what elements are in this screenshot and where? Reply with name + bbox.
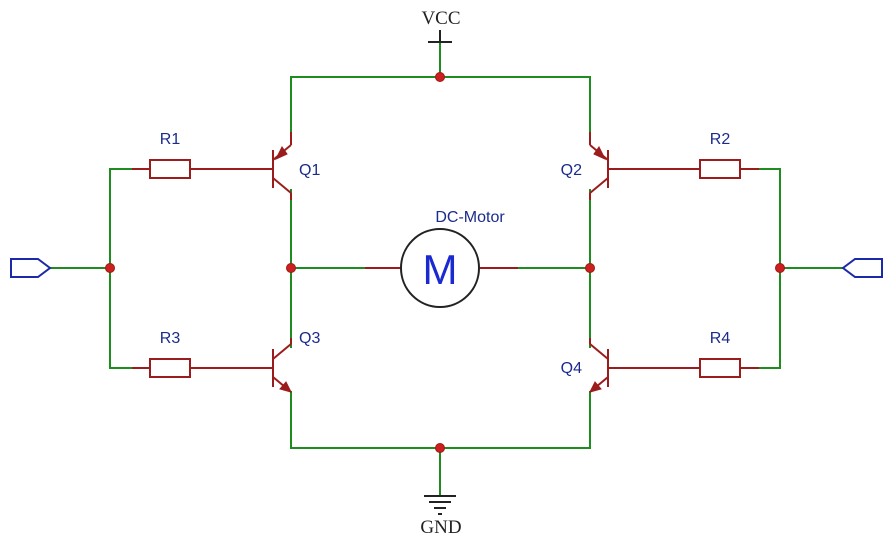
left-input-port [10, 258, 52, 278]
resistor-r2 [622, 159, 759, 179]
label-r1: R1 [160, 131, 181, 148]
label-q3: Q3 [299, 330, 320, 347]
transistor-q3 [258, 338, 292, 393]
junction-dot [775, 263, 785, 273]
gnd-rail-wire [290, 391, 591, 449]
transistor-q4 [589, 338, 622, 393]
label-r3: R3 [160, 330, 181, 347]
label-r4: R4 [710, 330, 731, 347]
junction-dot [105, 263, 115, 273]
motor-circle [400, 228, 480, 308]
label-q1: Q1 [299, 162, 320, 179]
junction-dot [585, 263, 595, 273]
transistor-q2 [589, 132, 622, 200]
label-q4: Q4 [561, 360, 582, 377]
label-r2: R2 [710, 131, 731, 148]
vcc-symbol: VCC [421, 8, 461, 43]
junctions [105, 72, 785, 453]
motor-symbol: M [423, 246, 458, 293]
left-r1-wire [109, 168, 133, 269]
resistor-r1 [132, 159, 258, 179]
right-r2-wire [758, 168, 781, 269]
dc-motor: M DC-Motor [365, 209, 518, 308]
resistor-r3 [132, 358, 258, 378]
gnd-label: GND [420, 517, 461, 538]
motor-label: DC-Motor [435, 209, 505, 226]
transistor-q1 [258, 132, 292, 200]
junction-dot [286, 263, 296, 273]
component-labels: R1 R2 R3 R4 Q1 Q2 Q3 Q4 [160, 131, 731, 377]
junction-dot [435, 72, 445, 82]
label-q2: Q2 [561, 162, 582, 179]
left-r3-wire [109, 267, 133, 369]
ground-symbol: GND [420, 495, 462, 538]
right-input-port [841, 258, 883, 278]
junction-dot [435, 443, 445, 453]
vcc-rail-wire [290, 76, 591, 133]
right-r4-wire [758, 267, 781, 369]
resistor-r4 [622, 358, 759, 378]
vcc-label: VCC [421, 8, 460, 29]
